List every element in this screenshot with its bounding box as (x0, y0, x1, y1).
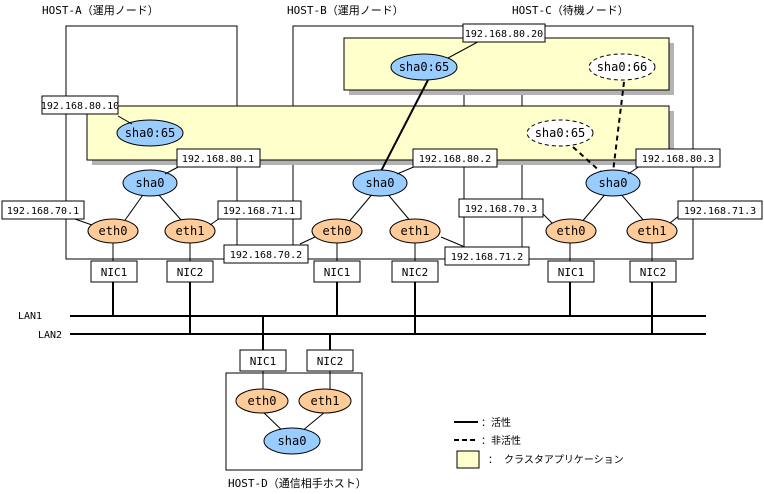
ip-c-eth1: 192.168.71.3 (677, 200, 763, 220)
sha0-65-host-a: sha0:65 (116, 119, 184, 147)
eth0-host-d: eth0 (235, 388, 289, 414)
nic1-a: NIC1 (90, 260, 138, 283)
lan1-label: LAN1 (18, 311, 42, 322)
host-c-title: HOST-C（待機ノード） (512, 3, 629, 17)
leader-c-eth0 (542, 213, 553, 224)
nic2-b: NIC2 (391, 260, 439, 283)
nic1-a-label: NIC1 (101, 266, 128, 279)
nic1-c-label: NIC1 (558, 266, 585, 279)
legend: ：活性 ：非活性 ： クラスタアプリケーション (454, 416, 624, 469)
nic2-d-label: NIC2 (317, 355, 344, 368)
inactive-link-c-65 (572, 146, 604, 175)
sha0-host-a: sha0 (122, 169, 178, 197)
inactive-link-c-66 (612, 81, 625, 173)
leader-takeover-a (117, 115, 133, 125)
sha0-d-label: sha0 (278, 434, 307, 448)
sha0-65-host-c-inactive: sha0:65 (526, 119, 594, 147)
ip-a-eth1-text: 192.168.71.1 (223, 206, 295, 217)
lan2-label: LAN2 (38, 330, 62, 341)
sha0-65-host-b: sha0:65 (390, 53, 458, 81)
nic2-a-label: NIC2 (177, 266, 204, 279)
ip-a-eth0: 192.168.70.1 (1, 200, 85, 220)
eth0-b-label: eth0 (323, 224, 352, 238)
nic2-d: NIC2 (306, 349, 354, 372)
nic1-b-label: NIC1 (324, 266, 351, 279)
ip-a-eth0-text: 192.168.70.1 (7, 206, 79, 217)
eth1-host-a: eth1 (164, 218, 216, 244)
ip-a-sha0: 192.168.80.1 (176, 148, 261, 168)
nic1-d: NIC1 (239, 349, 287, 372)
eth0-host-b: eth0 (311, 218, 363, 244)
sha0-65-b-label: sha0:65 (399, 60, 450, 74)
legend-cluster-app-label: ： クラスタアプリケーション (488, 454, 624, 466)
legend-cluster-app-swatch (456, 450, 480, 469)
eth1-host-d: eth1 (298, 388, 352, 414)
ip-c-eth0: 192.168.70.3 (458, 198, 544, 218)
host-b-title: HOST-B（運用ノード） (287, 4, 404, 17)
eth1-d-label: eth1 (311, 394, 340, 408)
ip-takeover-a-text: 192.168.80.10 (41, 101, 119, 112)
ip-b-sha0-text: 192.168.80.2 (419, 154, 491, 165)
sha0-66-c-label: sha0:66 (597, 60, 648, 74)
host-d-title: HOST-D（通信相手ホスト） (228, 476, 367, 490)
sha0-a-label: sha0 (136, 176, 165, 190)
ip-takeover-b: 192.168.80.20 (462, 23, 546, 43)
eth0-host-a: eth0 (87, 218, 139, 244)
ip-c-sha0: 192.168.80.3 (635, 148, 721, 168)
eth0-host-c: eth0 (545, 218, 597, 244)
ip-b-eth1-text: 192.168.71.2 (451, 252, 523, 263)
eth1-host-b: eth1 (389, 218, 441, 244)
eth0-d-label: eth0 (248, 394, 277, 408)
host-d-box (225, 372, 363, 471)
nic1-c: NIC1 (547, 260, 595, 283)
eth0-c-label: eth0 (557, 224, 586, 238)
nic2-c-label: NIC2 (640, 266, 667, 279)
active-link-b (379, 79, 429, 174)
ip-a-sha0-text: 192.168.80.1 (182, 154, 254, 165)
legend-active-label: ：活性 (481, 416, 511, 429)
sha0-c-label: sha0 (599, 176, 628, 190)
sha0-host-b: sha0 (352, 169, 408, 197)
ip-takeover-a: 192.168.80.10 (41, 95, 119, 115)
nic1-b: NIC1 (313, 260, 361, 283)
eth1-a-label: eth1 (176, 224, 205, 238)
nic2-c: NIC2 (629, 260, 677, 283)
legend-inactive-label: ：非活性 (481, 434, 521, 447)
eth1-host-c: eth1 (626, 218, 678, 244)
leader-b-eth0 (299, 236, 316, 245)
ip-a-eth1: 192.168.71.1 (217, 200, 302, 220)
nic2-a: NIC2 (166, 260, 214, 283)
ip-c-eth1-text: 192.168.71.3 (684, 206, 756, 217)
ip-b-sha0: 192.168.80.2 (412, 148, 498, 168)
ip-b-eth0-text: 192.168.70.2 (230, 250, 302, 261)
host-a-title: HOST-A（運用ノード） (42, 4, 159, 17)
sha0-host-c: sha0 (585, 169, 641, 197)
nic1-d-label: NIC1 (250, 355, 277, 368)
eth1-b-label: eth1 (401, 224, 430, 238)
nic2-b-label: NIC2 (402, 266, 429, 279)
eth0-a-label: eth0 (99, 224, 128, 238)
ip-b-eth1: 192.168.71.2 (444, 246, 530, 266)
sha0-host-d: sha0 (263, 427, 321, 455)
sha0-65-a-label: sha0:65 (125, 126, 176, 140)
sha0-b-label: sha0 (366, 176, 395, 190)
eth1-c-label: eth1 (638, 224, 667, 238)
ip-c-sha0-text: 192.168.80.3 (642, 154, 714, 165)
ip-b-eth0: 192.168.70.2 (223, 244, 309, 264)
sha0-66-host-c-inactive: sha0:66 (588, 53, 656, 81)
ip-takeover-b-text: 192.168.80.20 (465, 29, 543, 40)
ip-c-eth0-text: 192.168.70.3 (465, 204, 537, 215)
sha0-65-c-label: sha0:65 (535, 126, 586, 140)
